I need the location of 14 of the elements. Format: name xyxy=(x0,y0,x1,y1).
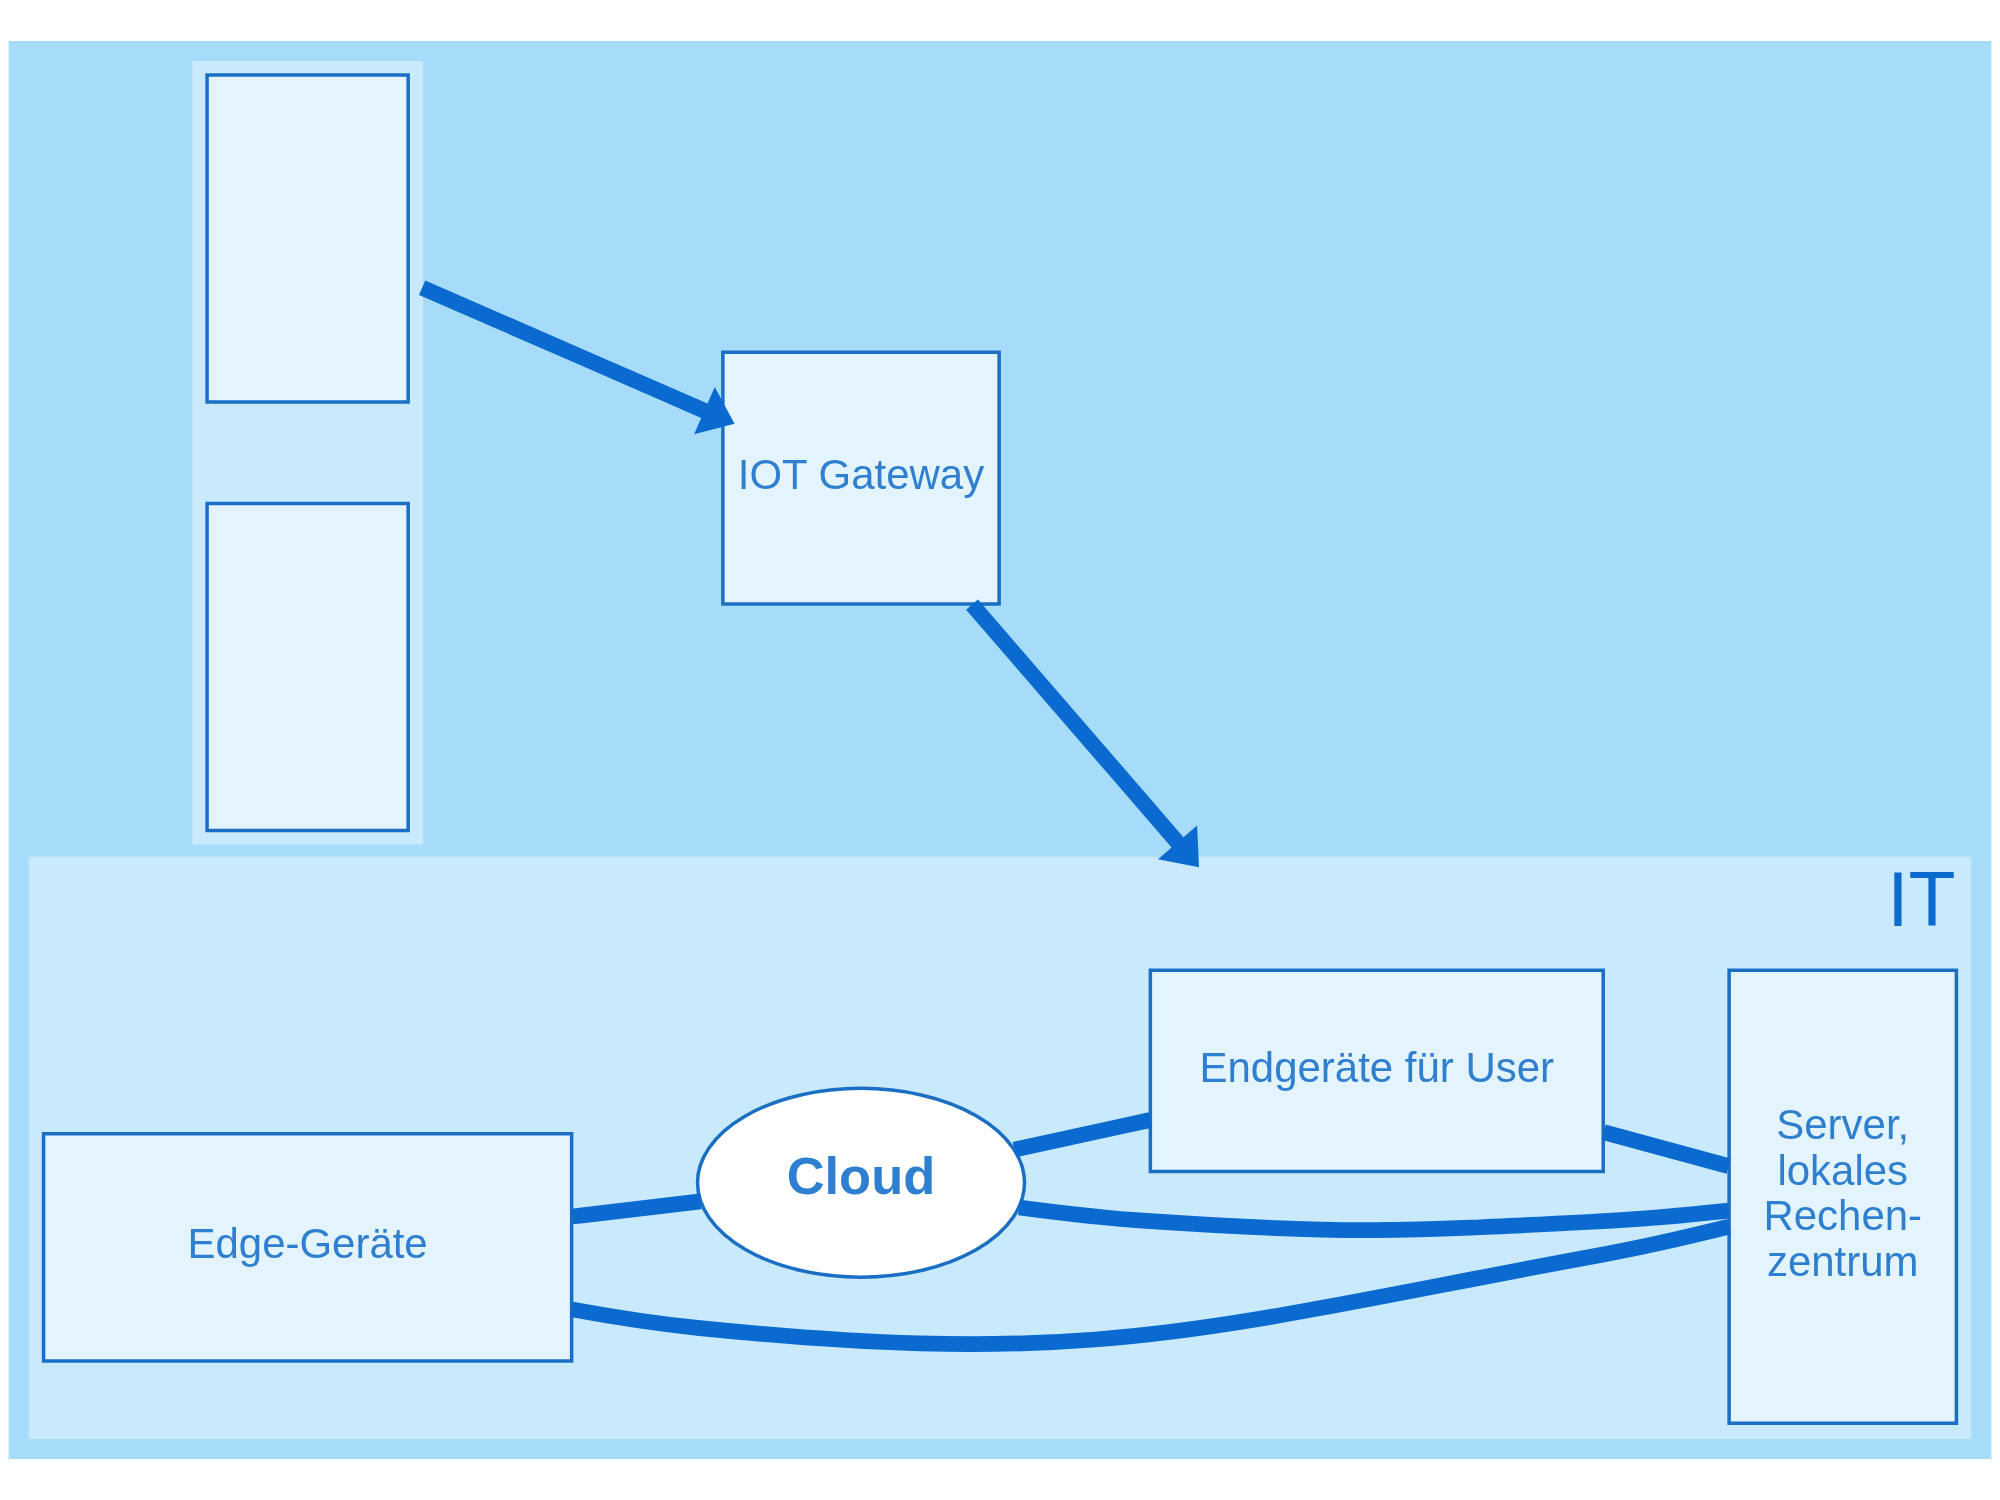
connector xyxy=(1018,1199,1730,1238)
node-ellipse: Cloud xyxy=(695,1086,1027,1279)
arrow xyxy=(966,599,1199,868)
cluster xyxy=(192,61,423,845)
node-box xyxy=(205,501,410,833)
connector xyxy=(1012,1112,1152,1158)
connector xyxy=(571,1193,702,1225)
connector xyxy=(570,1219,1731,1352)
arrow xyxy=(419,280,735,435)
node-box: Server, lokales Rechen- zentrum xyxy=(1727,968,1959,1425)
node-box xyxy=(205,73,410,404)
node-box: Edge-Geräte xyxy=(41,1132,574,1363)
node-box: Endgeräte für User xyxy=(1148,968,1605,1174)
node-box: IOT Gateway xyxy=(721,350,1001,606)
